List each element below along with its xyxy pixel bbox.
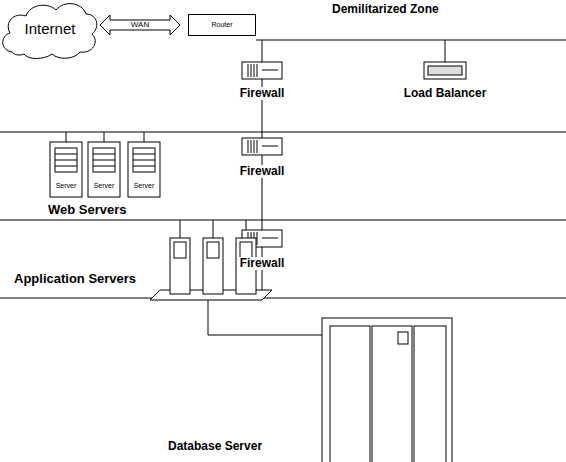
web-server-icon	[50, 142, 160, 197]
group-label: Database Server	[166, 440, 264, 453]
node-text: Firewall	[238, 87, 287, 100]
server-box: Server	[88, 174, 120, 197]
group-label: Web Servers	[46, 203, 129, 217]
load-balancer-icon	[424, 62, 466, 79]
internet-cloud	[3, 4, 97, 59]
node-text: Internet	[25, 21, 76, 38]
node-text: Router	[211, 21, 232, 29]
node-text: Server	[94, 182, 115, 190]
group-label: Application Servers	[12, 272, 138, 286]
node-text: Firewall	[238, 257, 287, 270]
database-server-icon	[322, 318, 452, 462]
server-box: Server	[128, 174, 160, 197]
node-text: Server	[56, 182, 77, 190]
wan-link	[100, 15, 180, 35]
cloud-node: Internet	[8, 14, 92, 44]
zone-label: Demilitarized Zone	[330, 3, 441, 16]
node-text: Server	[134, 182, 155, 190]
server-box: Server	[50, 174, 82, 197]
router-box: Router	[188, 14, 256, 36]
edge-label: WAN	[131, 21, 149, 30]
node-text: Firewall	[238, 165, 287, 178]
firewall-node: Firewall	[222, 228, 302, 270]
double-arrow	[100, 15, 180, 35]
node-text: Load Balancer	[402, 87, 489, 100]
load-balancer-node: Load Balancer	[395, 60, 495, 100]
firewall-node: Firewall	[222, 136, 302, 178]
firewall-node: Firewall	[222, 60, 302, 100]
